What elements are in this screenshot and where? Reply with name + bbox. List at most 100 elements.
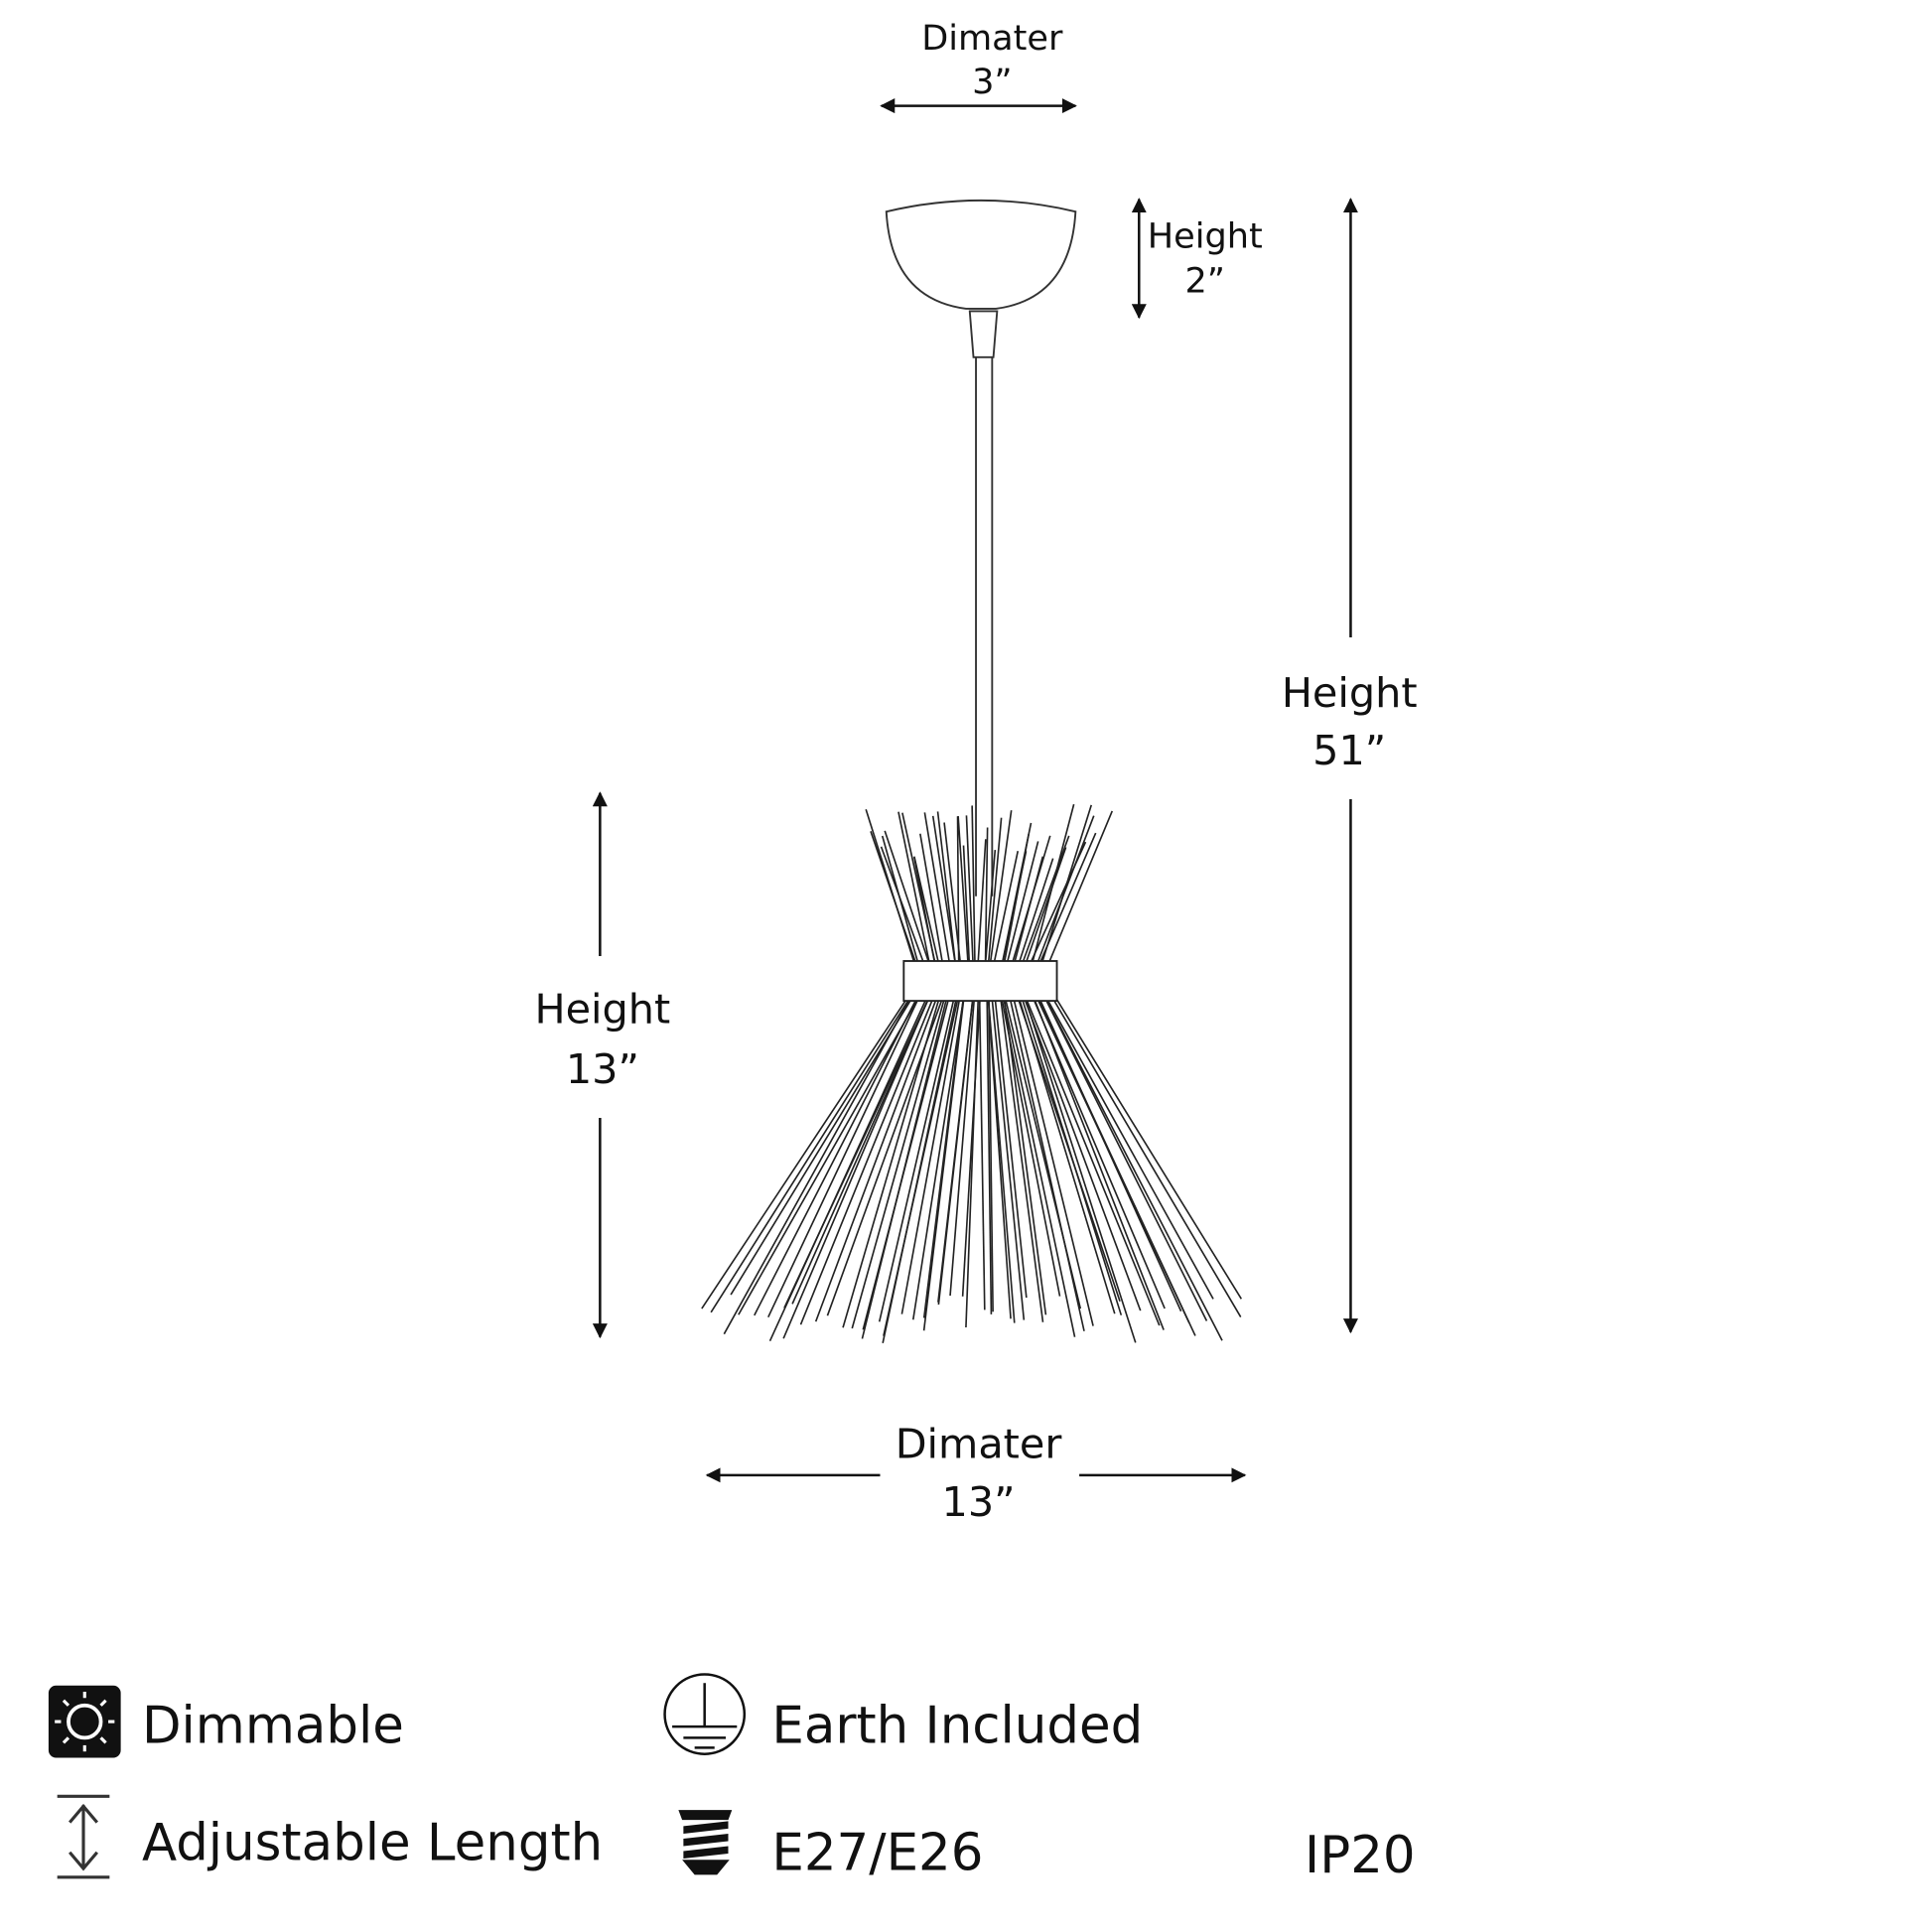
shade-spike (965, 996, 980, 1328)
shade-spike (911, 995, 965, 1320)
shade-band (902, 960, 1058, 1003)
shade-diameter-value: 13” (942, 1478, 1016, 1526)
adjustable-length-icon (57, 1794, 110, 1879)
shade-spike (1018, 858, 1054, 965)
shade-spike (957, 816, 969, 965)
canopy-height-value: 2” (1184, 261, 1225, 302)
shade-spike (1023, 995, 1142, 1311)
total-height-value: 51” (1312, 727, 1386, 774)
shade-spike (897, 811, 931, 965)
feature-label: Earth Included (771, 1696, 1143, 1755)
shade-spike (1046, 810, 1113, 966)
shade-spike (994, 996, 1028, 1299)
canopy-diameter-label: Dimater (921, 18, 1063, 59)
shade-spike (738, 995, 920, 1315)
shade-spike (1031, 803, 1075, 965)
shade-spike (767, 995, 921, 1318)
shade-spike (962, 845, 971, 965)
shade-spike (984, 849, 997, 965)
shade-spike (783, 995, 931, 1309)
canopy-height-label: Height (1148, 216, 1263, 257)
shade-spike (913, 857, 936, 965)
shade-spike (1050, 995, 1242, 1317)
shade-spike (919, 833, 944, 965)
total-height-label: Height (1282, 669, 1418, 717)
spiked-shade (701, 803, 1243, 1343)
shade-spike (870, 831, 917, 966)
shade-spike (923, 812, 951, 965)
shade-spike (710, 995, 912, 1313)
shade-spike (993, 851, 1020, 965)
shade-height-dimension: Height 13” (535, 791, 671, 1339)
shade-spike (922, 995, 965, 1318)
shade-spike (1002, 995, 1076, 1337)
shade-spike (977, 839, 987, 965)
shade-spike (1044, 995, 1214, 1300)
shade-spike (862, 995, 951, 1330)
shade-spike (878, 995, 956, 1322)
shade-height-value: 13” (566, 1045, 639, 1093)
shade-height-label: Height (535, 986, 671, 1034)
shade-spike (723, 995, 912, 1335)
shade-spike (1043, 995, 1223, 1341)
shade-spike (989, 810, 1013, 965)
feature-earth: Earth Included (663, 1673, 1143, 1755)
shade-spike (1024, 995, 1137, 1343)
ip-rating: IP20 (1305, 1826, 1416, 1885)
feature-label: Adjustable Length (142, 1813, 603, 1872)
shade-spike (937, 996, 975, 1306)
shade-spike (1021, 835, 1070, 966)
shade-spike (814, 995, 938, 1322)
shade-spike (1042, 995, 1208, 1321)
shade-spike (1016, 995, 1121, 1303)
shade-spike (884, 830, 931, 966)
shade-spike (1032, 995, 1165, 1330)
shade-spike (986, 996, 993, 1314)
canopy-height-dimension: Height 2” (1131, 198, 1263, 320)
shade-spike (1009, 995, 1085, 1331)
shade-spike (799, 995, 935, 1325)
feature-label: E27/E26 (771, 1823, 983, 1882)
shade-spike (1001, 822, 1033, 965)
shade-spike (900, 995, 961, 1314)
shade-spike (978, 996, 986, 1311)
shade-spike (1037, 832, 1097, 966)
shade-spike (987, 996, 1012, 1319)
shade-spike (1024, 995, 1161, 1326)
shade-spike (913, 856, 940, 965)
shade-spike (988, 996, 994, 1312)
shade-spike (971, 805, 976, 965)
shade-spike (965, 815, 974, 965)
shade-spike (842, 995, 941, 1328)
shade-spike (851, 995, 946, 1329)
shade-spike (1035, 995, 1196, 1336)
shade-spike (1053, 995, 1243, 1300)
canopy-diameter-value: 3” (972, 62, 1013, 102)
shade-spike (956, 816, 960, 965)
shade-spike (1011, 835, 1051, 965)
feature-socket: E27/E26 (678, 1810, 983, 1882)
shade-spike (791, 995, 931, 1305)
feature-adjustable-length: Adjustable Length (57, 1794, 603, 1879)
shade-spike (1024, 847, 1067, 966)
canopy-diameter-dimension: Dimater 3” (880, 18, 1077, 114)
total-height-dimension: Height 51” (1282, 198, 1418, 1334)
shade-spike (936, 811, 957, 965)
shade-spike (1006, 841, 1039, 965)
shade-spike (991, 996, 1026, 1320)
shade-spike (882, 995, 958, 1343)
earth-ground-icon (663, 1673, 747, 1755)
shade-spike (730, 995, 914, 1296)
shade-spike (984, 827, 989, 965)
shade-spike (754, 995, 919, 1316)
shade-spike (999, 995, 1044, 1322)
shade-spike (931, 815, 957, 965)
bulb-socket-icon (678, 1810, 733, 1875)
shade-spike (1012, 995, 1094, 1326)
shade-diameter-label: Dimater (896, 1420, 1062, 1467)
shade-spike (987, 817, 1003, 965)
feature-label: Dimmable (142, 1696, 404, 1755)
feature-dimmable: Dimmable (48, 1685, 404, 1758)
shade-spike (1000, 995, 1061, 1297)
